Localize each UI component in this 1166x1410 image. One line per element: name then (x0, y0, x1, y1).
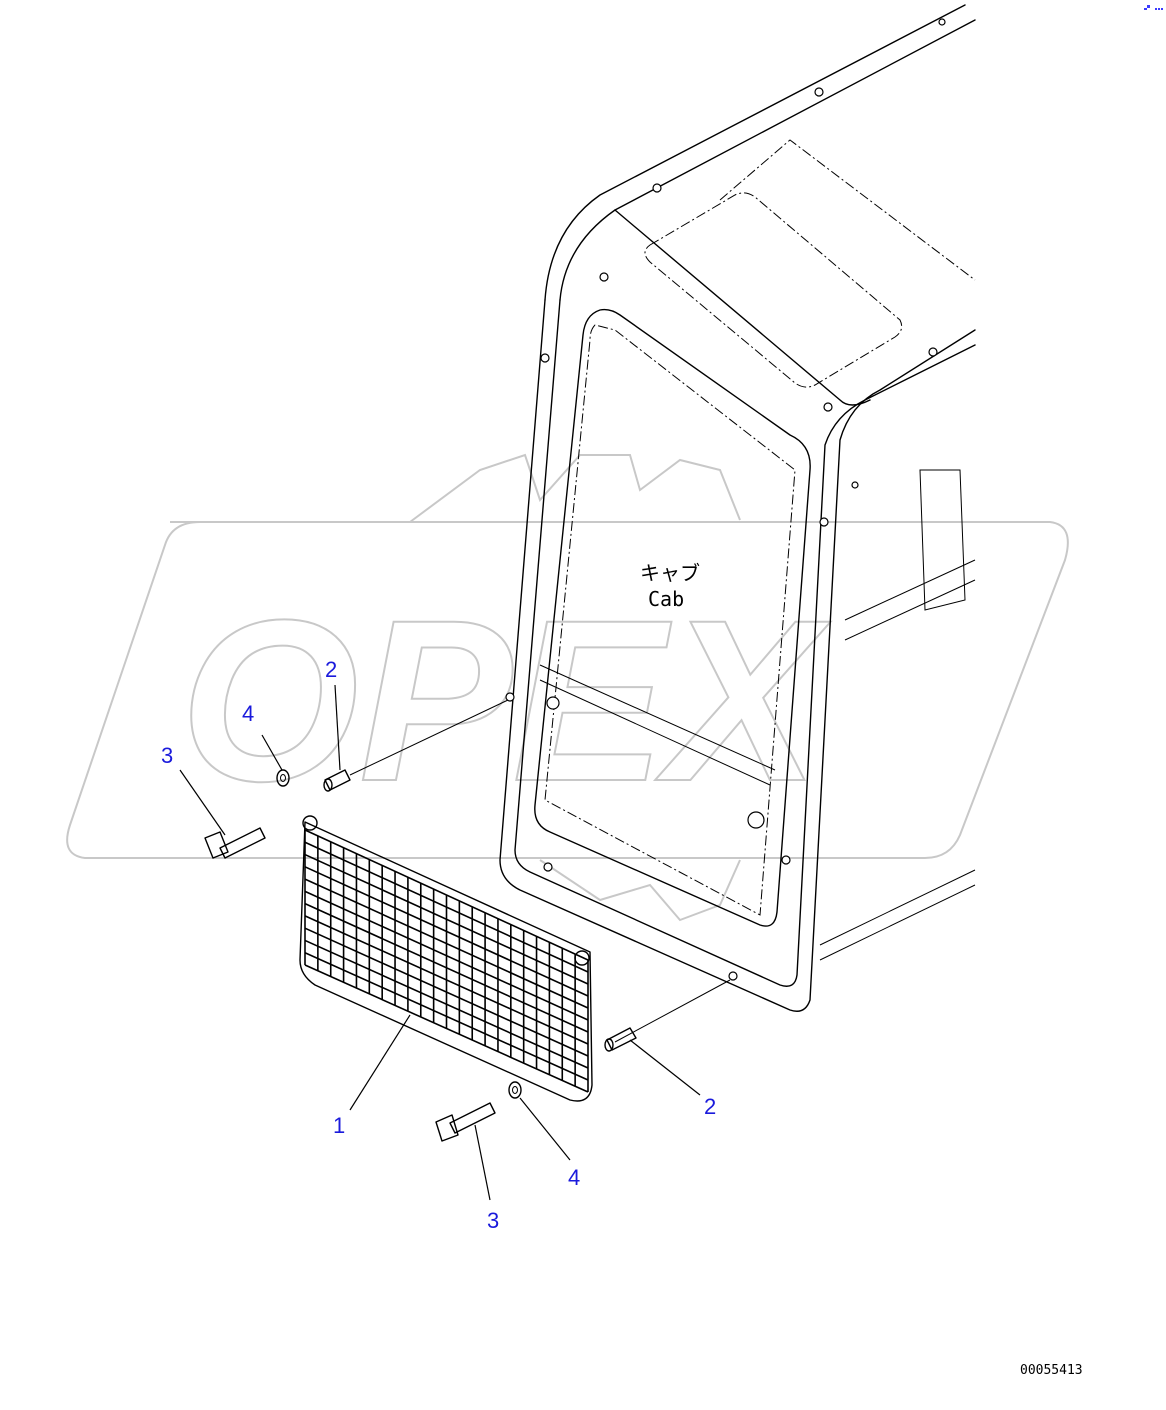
callout-leaders (179, 684, 701, 1201)
callout-1: 1 (333, 1113, 345, 1138)
cab-body: キャブ Cab (499, 4, 976, 1012)
mesh-wire (304, 890, 589, 1021)
callout-3-lower: 3 (487, 1208, 499, 1233)
mesh-wire (304, 951, 589, 1081)
pin-upper (323, 769, 351, 792)
callout-4-upper: 4 (242, 701, 254, 726)
corner-mark-icon (1144, 5, 1163, 10)
mesh-wire (304, 841, 589, 973)
cab-label-jp: キャブ (640, 561, 700, 585)
callout-2-upper: 2 (325, 657, 337, 682)
opex-watermark: OPEX (66, 453, 1069, 922)
mesh-wire (304, 939, 589, 1069)
mesh-grid (304, 829, 589, 1093)
callout-2-lower: 2 (704, 1094, 716, 1119)
drawing-number: 00055413 (1020, 1363, 1083, 1378)
mesh-wire (304, 915, 589, 1045)
mesh-wire (304, 878, 589, 1009)
washer-upper (276, 769, 290, 787)
callout-4-lower: 4 (568, 1165, 580, 1190)
installation-lines (349, 699, 731, 1043)
mesh-wire (304, 902, 589, 1033)
mesh-wire (304, 866, 589, 997)
mesh-wire (304, 964, 589, 1093)
bolt-upper (204, 827, 266, 859)
mesh-wire (304, 853, 589, 985)
cab-label-en: Cab (648, 587, 684, 611)
callout-3-upper: 3 (161, 743, 173, 768)
mesh-wire (304, 829, 589, 961)
bolt-lower (435, 1102, 496, 1142)
washer-lower (508, 1081, 522, 1099)
pin-lower (604, 1027, 637, 1052)
mesh-wire (304, 927, 589, 1057)
mesh-guard-panel (299, 815, 593, 1102)
